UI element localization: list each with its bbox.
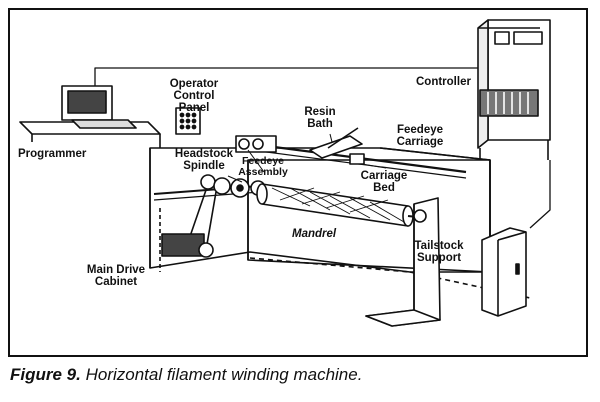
label-tailstock-support: Tailstock Support (414, 240, 464, 264)
carriage-rail (235, 127, 467, 179)
label-feedeye-carriage: Feedeye Carriage (396, 124, 444, 148)
figure-caption-text: Horizontal filament winding machine. (80, 365, 363, 384)
tailstock (365, 197, 441, 327)
label-resin-bath: Resin Bath (304, 106, 336, 130)
right-cabinet (481, 227, 527, 317)
filament-winding-machine-drawing (19, 19, 551, 327)
programmer-workstation (19, 85, 161, 150)
label-programmer: Programmer (18, 148, 87, 160)
label-controller: Controller (416, 76, 471, 88)
diagram-frame: Operator Control Panel Controller Resin … (8, 8, 588, 357)
figure-number: Figure 9. (10, 365, 81, 384)
label-headstock-spindle: Headstock Spindle (174, 148, 234, 172)
main-drive (159, 189, 217, 272)
label-feedeye-assembly: Feedeye Assembly (238, 155, 288, 178)
headstock (153, 174, 266, 201)
label-carriage-bed: Carriage Bed (360, 170, 408, 194)
label-operator-control-panel: Operator Control Panel (169, 78, 219, 114)
label-mandrel: Mandrel (292, 228, 337, 240)
mandrel-body (256, 183, 427, 227)
controller-cabinet (477, 19, 551, 160)
figure-caption: Figure 9. Horizontal filament winding ma… (10, 365, 362, 385)
label-main-drive-cabinet: Main Drive Cabinet (86, 264, 146, 288)
operator-control-panel (175, 107, 201, 135)
